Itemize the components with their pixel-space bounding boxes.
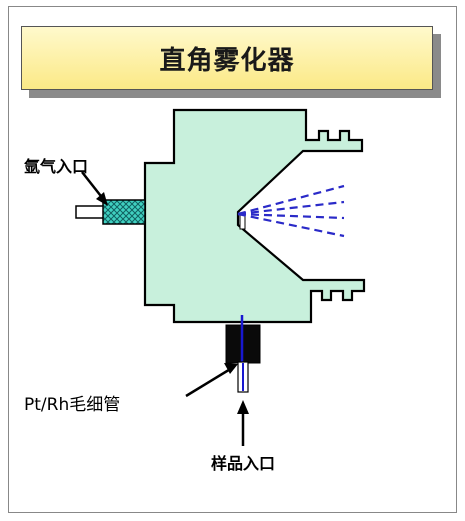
argon-inlet-label: 氩气入口 [24,157,89,176]
capillary-arrow [185,366,233,398]
nebulizer-body [143,108,366,324]
sample-arrowhead [237,400,249,414]
capillary-tip [239,214,246,230]
sample-inlet-label: 样品入口 [211,454,276,473]
argon-connector [102,199,146,225]
spray-plume [237,184,345,238]
capillary-label: Pt/Rh毛细管 [24,395,121,415]
argon-arrowhead [96,192,108,206]
argon-inlet-tube [75,205,105,219]
slide-title: 直角雾化器 [21,26,433,90]
capillary-arrowhead [224,363,238,374]
